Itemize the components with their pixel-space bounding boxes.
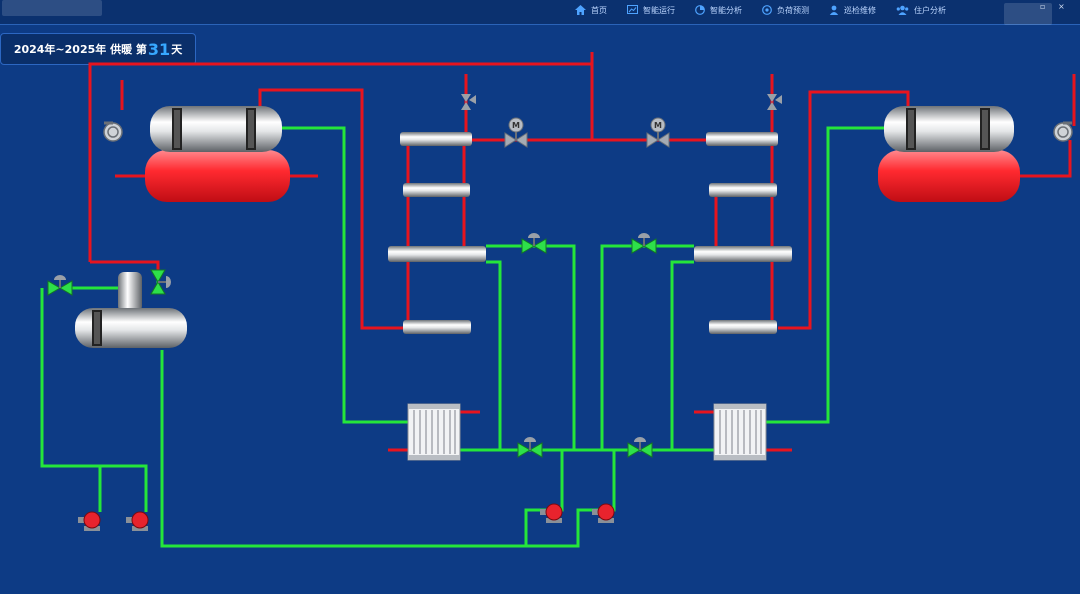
nav-item-inspection[interactable]: 巡检维修 [829,3,876,17]
return-pipe [526,450,616,548]
supply-pipe [90,260,160,270]
header-bar [403,320,471,334]
plate-heat-exchanger-right [713,403,767,461]
nav-item-load-forecast[interactable]: 负荷预测 [762,3,809,17]
circulation-pumps [78,503,615,531]
supply-pipe [258,88,404,330]
control-valve [631,233,657,254]
season-prefix: 2024年~2025年 供暖 第 [13,43,147,56]
exchanger-bars [388,132,792,334]
user-info[interactable] [1004,3,1052,25]
close-icon[interactable]: × [1058,2,1065,11]
nav-item-home[interactable]: 首页 [575,3,607,17]
header-bar [706,132,778,146]
right-boiler-unit [878,106,1073,202]
nav-label: 巡检维修 [844,5,876,15]
return-pipe [486,244,576,450]
nav-label: 智能运行 [643,5,675,15]
return-pipes [40,126,884,548]
left-boiler-unit [103,106,290,202]
nav-item-resident-analysis[interactable]: 住户分析 [896,3,946,17]
header-bar [400,132,472,146]
supply-pipe [1018,140,1072,178]
supply-pipe [778,90,910,330]
fan-icon [1053,121,1073,142]
tank-drum [75,308,187,348]
control-valve [150,269,171,295]
header-bar [403,183,470,197]
control-valve [521,233,547,254]
header-bar [694,246,792,262]
safety-valve-left [461,94,476,110]
pump-icon [540,503,563,523]
control-valve [627,437,653,458]
pump-icon [78,511,101,531]
return-pipe [160,350,564,548]
motor-valve-label: M [512,121,520,130]
supply-pipe [88,52,594,262]
header-bar [709,183,777,197]
return-pipe [670,260,694,450]
season-suffix: 天 [171,43,183,56]
forecast-icon [762,5,772,15]
nav-label: 负荷预测 [777,5,809,15]
control-valves [47,233,657,458]
nav-label: 智能分析 [710,5,742,15]
users-icon [896,5,909,15]
safety-valve-right [767,94,782,110]
nav-item-smart-analysis[interactable]: 智能分析 [695,3,742,17]
nav-item-smart-operation[interactable]: 智能运行 [627,3,675,17]
nav-label: 首页 [591,5,607,15]
top-navigation-bar: 首页 智能运行 智能分析 负荷预测 巡检维修 住户分析 ▫ × [0,0,1080,25]
inspector-icon [829,5,839,15]
return-pipe [282,126,408,424]
fan-icon [103,121,123,142]
plate-heat-exchanger-left [407,403,461,461]
main-nav: 首页 智能运行 智能分析 负荷预测 巡检维修 住户分析 [575,3,966,17]
maximize-icon[interactable]: ▫ [1040,2,1046,11]
boiler-red-tank [878,150,1020,202]
monitor-chart-icon [627,5,638,14]
pump-icon [126,511,149,531]
motor-valve-left: M [504,117,528,148]
boiler-steel-drum [150,106,282,152]
season-day-count: 31 [147,39,171,59]
pie-chart-icon [695,5,705,15]
pump-icon [592,503,615,523]
motor-valve-right: M [646,117,670,148]
control-valve [47,275,73,296]
return-pipe [40,288,148,512]
motor-valve-label: M [654,121,662,130]
app-logo [2,0,102,16]
boiler-red-tank [145,150,290,202]
nav-label: 住户分析 [914,5,946,15]
boiler-steel-drum [884,106,1014,152]
home-icon [575,5,586,15]
header-bar [709,320,777,334]
return-pipe [486,260,502,450]
header-bar [388,246,486,262]
heating-season-badge: 2024年~2025年 供暖 第 31 天 [0,33,196,65]
expansion-tank [75,272,187,348]
return-pipe [766,126,884,424]
return-pipe [600,244,694,450]
control-valve [517,437,543,458]
